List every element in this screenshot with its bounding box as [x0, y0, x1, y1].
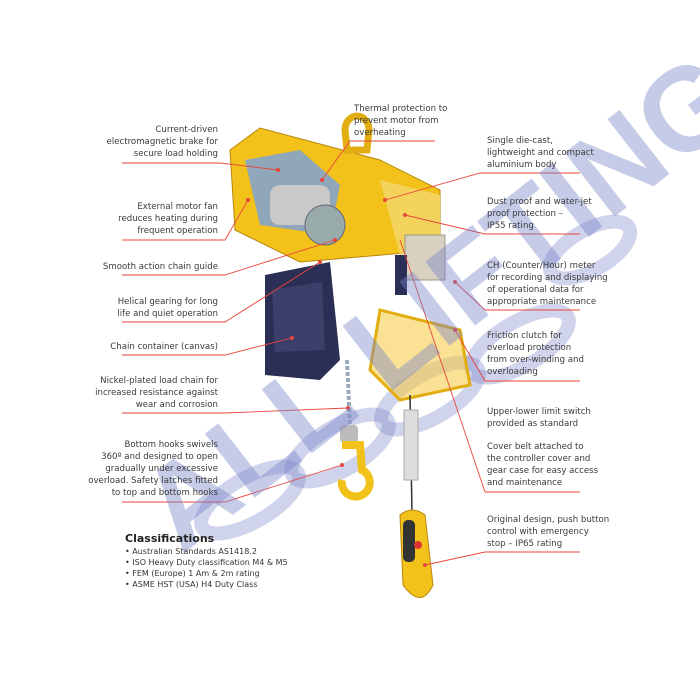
label-line: and maintenance [487, 478, 563, 488]
label-line: overloading [487, 367, 538, 377]
label-line: reduces heating during [118, 214, 218, 224]
callout-load-chain: Nickel-plated load chain for increased r… [95, 375, 218, 411]
label-line: Upper-lower limit switch [487, 407, 591, 417]
callout-brake: Current-driven electromagnetic brake for… [107, 124, 218, 160]
label-line: from over-winding and [487, 355, 584, 365]
label-line: secure load holding [133, 149, 218, 159]
label-line: life and quiet operation [117, 309, 218, 319]
label-line: the controller cover and [487, 454, 591, 464]
label-line: control with emergency [487, 527, 589, 537]
label-line: Helical gearing for long [117, 297, 218, 307]
callout-ch-meter: CH (Counter/Hour) meter for recording an… [487, 260, 608, 308]
label-line: Nickel-plated load chain for [100, 376, 218, 386]
callout-thermal: Thermal protection to prevent motor from… [354, 103, 447, 139]
label-line: appropriate maintenance [487, 297, 597, 307]
label-line: Current-driven [155, 125, 218, 135]
label-line: gear case for easy access [487, 466, 599, 476]
classification-item: Australian Standards AS1418.2 [125, 546, 288, 557]
callout-body: Single die-cast, lightweight and compact… [487, 135, 594, 171]
callout-dust: Dust proof and water-jet proof protectio… [487, 196, 592, 232]
label-line: gradually under excessive [105, 464, 218, 474]
label-line: overload protection [487, 343, 572, 353]
callout-clutch: Friction clutch for overload protection … [487, 330, 584, 378]
pendant-control [399, 394, 434, 598]
label-line: overload. Safety latches fitted [88, 476, 218, 486]
label-line: overheating [354, 128, 406, 138]
label-line: 360º and designed to open [101, 452, 218, 462]
label-line: Thermal protection to [354, 104, 448, 114]
callout-fan: External motor fan reduces heating durin… [118, 201, 218, 237]
label-line: for recording and displaying [487, 273, 608, 283]
classifications-title: Classifications [125, 532, 215, 545]
label-line: Single die-cast, [487, 136, 553, 146]
callout-dots [246, 168, 457, 567]
classification-item: ISO Heavy Duty classification M4 & M5 [125, 557, 287, 568]
callout-lines [122, 140, 580, 566]
label-line: Smooth action chain guide [102, 262, 218, 272]
classification-item: FEM (Europe) 1 Am & 2m rating [125, 568, 288, 579]
label-line: Cover belt attached to [487, 442, 584, 452]
callout-cover-belt: Cover belt attached to the controller co… [487, 441, 598, 489]
callout-hooks: Bottom hooks swivels 360º and designed t… [88, 439, 218, 499]
callout-gearing: Helical gearing for long life and quiet … [117, 296, 218, 320]
label-line: to top and bottom hooks [111, 488, 218, 498]
label-line: Dust proof and water-jet [487, 197, 592, 207]
label-line: of operational data for [487, 285, 584, 295]
callout-limit: Upper-lower limit switch provided as sta… [487, 406, 591, 430]
label-line: IP55 rating [487, 221, 534, 231]
label-line: prevent motor from [354, 116, 439, 126]
label-line: aluminium body [487, 160, 557, 170]
callout-chain-guide: Smooth action chain guide [103, 261, 218, 273]
label-line: lightweight and compact [487, 148, 594, 158]
label-line: External motor fan [137, 202, 218, 212]
callout-pendant: Original design, push button control wit… [487, 514, 609, 550]
label-line: electromagnetic brake for [106, 137, 218, 147]
label-line: Chain container (canvas) [110, 342, 218, 352]
label-line: wear and corrosion [135, 400, 218, 410]
classification-item: ASME HST (USA) H4 Duty Class [125, 579, 288, 590]
hoist-body [229, 112, 472, 402]
label-line: CH (Counter/Hour) meter [487, 261, 596, 271]
label-line: Friction clutch for [487, 331, 562, 341]
callout-container: Chain container (canvas) [110, 341, 218, 353]
label-line: Original design, push button [487, 515, 610, 525]
load-chain [337, 359, 374, 501]
label-line: increased resistance against [95, 388, 218, 398]
label-line: proof protection – [487, 209, 564, 219]
classifications-panel: Classifications Australian Standards AS1… [125, 533, 288, 590]
label-line: Bottom hooks swivels [124, 440, 218, 450]
label-line: provided as standard [487, 419, 579, 429]
label-line: stop – IP65 rating [487, 539, 563, 549]
classifications-list: Australian Standards AS1418.2 ISO Heavy … [125, 546, 288, 590]
label-line: frequent operation [137, 226, 218, 236]
